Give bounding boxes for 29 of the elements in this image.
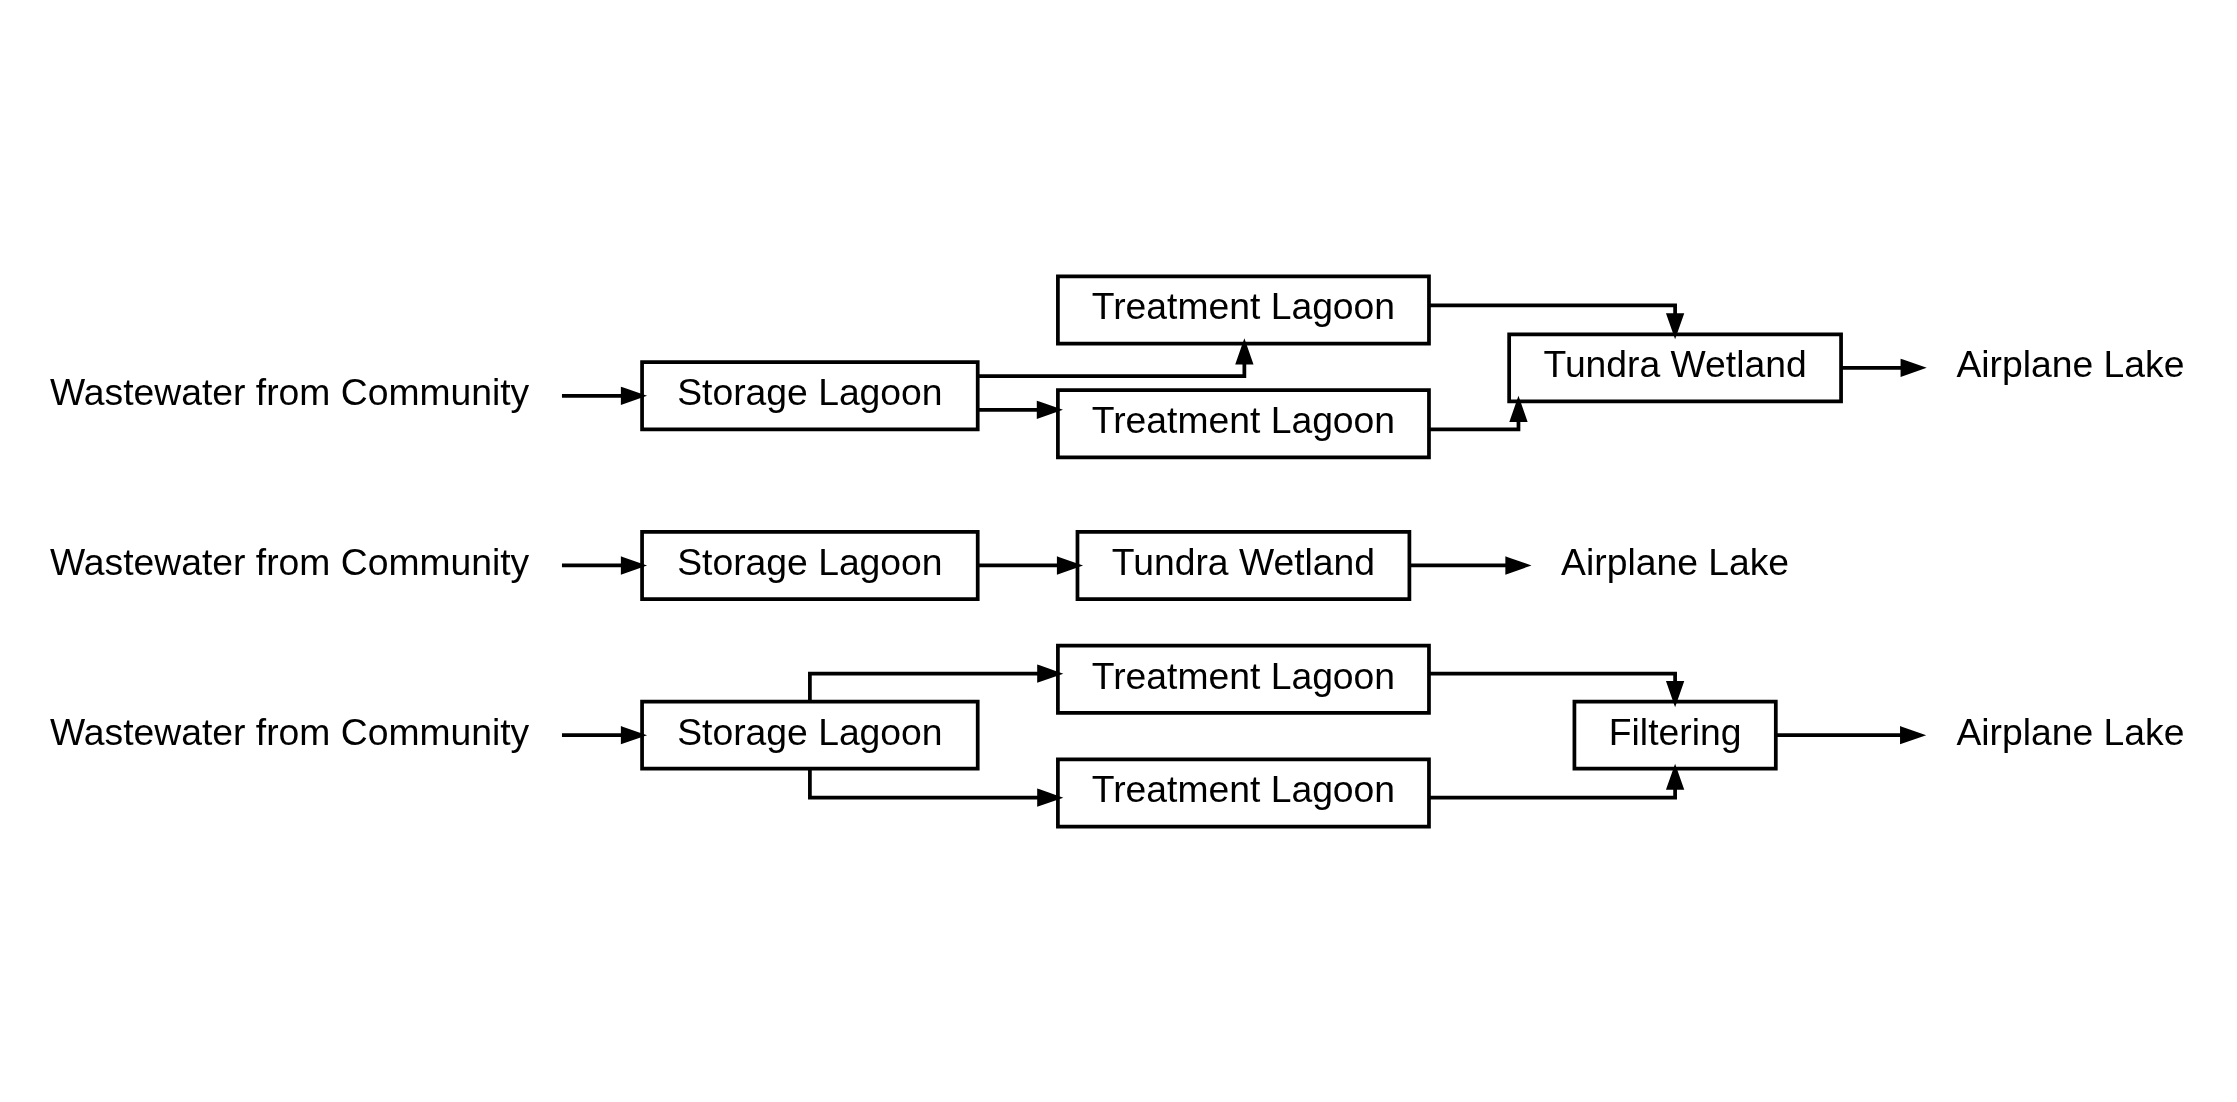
node-box: Treatment Lagoon: [1056, 643, 1431, 715]
arrow: [1775, 725, 1927, 744]
node-text: Airplane Lake: [1561, 540, 1790, 583]
arrow: [978, 555, 1084, 575]
node-text: Wastewater from Community: [50, 540, 530, 583]
node-text: Airplane Lake: [1956, 342, 2185, 385]
node-box: Treatment Lagoon: [1056, 387, 1431, 459]
node-box: Storage Lagoon: [640, 359, 980, 431]
node-text: Wastewater from Community: [50, 370, 530, 413]
node-box: Treatment Lagoon: [1056, 757, 1431, 828]
node-box: Storage Lagoon: [640, 699, 980, 771]
arrow: [561, 386, 648, 405]
arrow: [1429, 671, 1685, 707]
node-text: Airplane Lake: [1956, 710, 2185, 752]
node-box: Treatment Lagoon: [1056, 274, 1431, 345]
arrow: [561, 725, 648, 744]
arrow: [1429, 303, 1685, 339]
arrow: [1409, 555, 1532, 575]
arrow: [1841, 358, 1927, 377]
node-box: Filtering: [1572, 699, 1778, 771]
node-box: Tundra Wetland: [1507, 331, 1843, 403]
node-box: Tundra Wetland: [1075, 529, 1412, 601]
arrow: [561, 555, 648, 575]
node-text: Wastewater from Community: [50, 710, 530, 752]
node-box: Storage Lagoon: [640, 529, 980, 601]
arrow: [1429, 395, 1528, 431]
arrow: [977, 337, 1254, 378]
arrow: [978, 400, 1063, 419]
arrow: [1429, 763, 1685, 799]
